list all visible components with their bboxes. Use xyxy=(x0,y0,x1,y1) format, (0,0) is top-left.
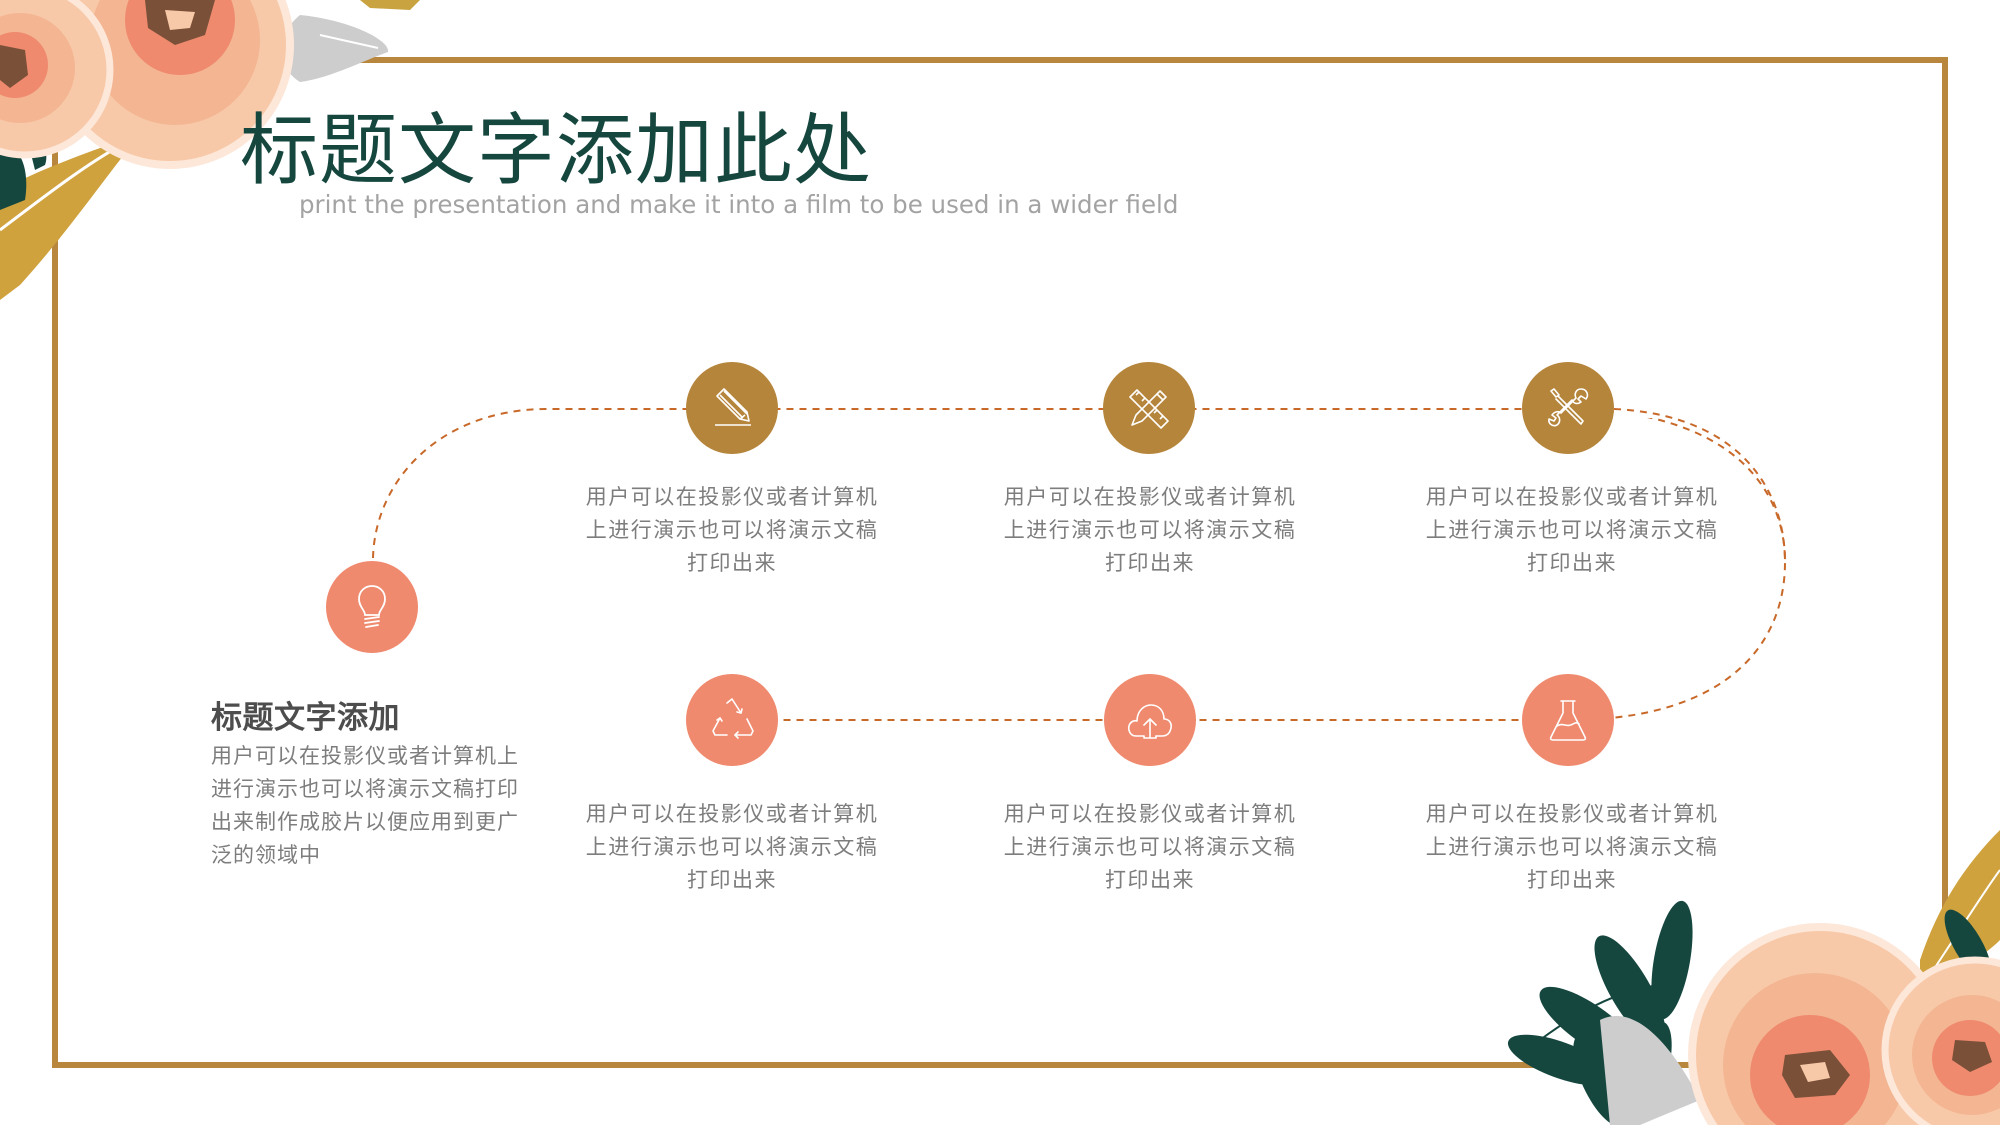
cloud-upload-icon xyxy=(1127,704,1172,739)
step-description-5: 用户可以在投影仪或者计算机 上进行演示也可以将演示文稿 打印出来 xyxy=(1003,802,1297,892)
step-node-4 xyxy=(686,674,778,766)
step-description-6: 用户可以在投影仪或者计算机 上进行演示也可以将演示文稿 打印出来 xyxy=(1425,802,1719,892)
section-heading: 标题文字添加 xyxy=(211,700,400,736)
section-paragraph: 用户可以在投影仪或者计算机上 进行演示也可以将演示文稿打印 出来制作成胶片以便应… xyxy=(211,744,519,867)
start-node xyxy=(326,561,418,653)
lightbulb-icon xyxy=(358,585,386,628)
step-node-1 xyxy=(686,362,778,454)
step-node-6 xyxy=(1522,674,1614,766)
pencil-ruler-icon xyxy=(1129,389,1169,429)
step-description-2: 用户可以在投影仪或者计算机 上进行演示也可以将演示文稿 打印出来 xyxy=(1003,485,1297,575)
step-description-3: 用户可以在投影仪或者计算机 上进行演示也可以将演示文稿 打印出来 xyxy=(1425,485,1719,575)
step-node-2 xyxy=(1103,362,1195,454)
pencil-icon xyxy=(715,388,751,426)
page-subtitle: print the presentation and make it into … xyxy=(299,190,1179,219)
page-title: 标题文字添加此处 xyxy=(240,106,873,196)
recycle-icon xyxy=(712,698,754,739)
step-description-1: 用户可以在投影仪或者计算机 上进行演示也可以将演示文稿 打印出来 xyxy=(585,485,879,575)
flask-icon xyxy=(1549,700,1587,741)
step-node-5 xyxy=(1104,674,1196,766)
step-node-3 xyxy=(1522,362,1614,454)
step-description-4: 用户可以在投影仪或者计算机 上进行演示也可以将演示文稿 打印出来 xyxy=(585,802,879,892)
wrench-screwdriver-icon xyxy=(1548,388,1589,427)
slide-frame xyxy=(52,57,1948,1068)
